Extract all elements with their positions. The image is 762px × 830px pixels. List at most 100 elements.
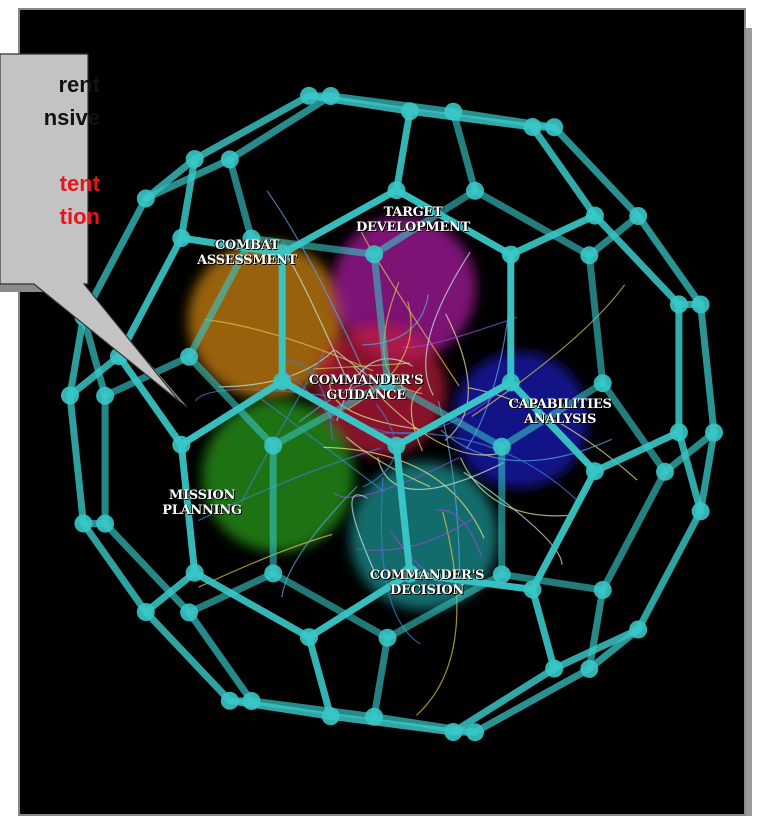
lattice-bond	[248, 235, 378, 258]
tendril	[390, 530, 456, 593]
tendril	[334, 349, 403, 393]
node-label-target-line-2: DEVELOPMENT	[356, 220, 470, 235]
lattice-bond	[142, 608, 234, 705]
tendril	[329, 377, 423, 431]
lattice-atom	[466, 723, 484, 742]
lattice-atom	[264, 564, 283, 583]
lattice-bond	[550, 123, 642, 220]
lattice-bond	[599, 379, 669, 476]
lattice-atom	[585, 462, 604, 481]
lattice-atom	[180, 603, 199, 622]
lattice-atom	[523, 118, 542, 136]
lattice-atom	[74, 307, 93, 326]
lattice-atom	[656, 462, 674, 481]
lattice-bond	[305, 570, 414, 641]
lattice-atom	[629, 207, 648, 225]
blob-capabilities	[452, 352, 588, 488]
node-label-capabilities-line-1: CAPABILITIES	[508, 397, 612, 412]
lattice-bond	[529, 467, 599, 593]
lattice-bond	[599, 468, 669, 594]
lattice-atom	[110, 347, 128, 366]
callout-line-2: nsive	[43, 105, 100, 130]
lattice-atom	[365, 707, 384, 726]
lattice-bond	[406, 570, 536, 593]
lattice-bond	[177, 234, 286, 257]
tendril	[410, 386, 423, 452]
lattice-atom	[96, 386, 115, 405]
node-label-decision: COMMANDER'S DECISION	[362, 568, 492, 598]
node-label-guidance-line-1: COMMANDER'S	[308, 373, 424, 388]
tendril	[463, 471, 563, 565]
lattice-bond	[498, 571, 607, 594]
tendril	[266, 190, 366, 375]
lattice-atom	[96, 514, 115, 533]
node-label-combat-line-1: COMBAT	[214, 238, 280, 253]
lattice-bond	[675, 428, 705, 515]
lattice-atom	[400, 102, 419, 121]
lattice-atom	[501, 373, 520, 392]
lattice-atom	[691, 502, 710, 521]
lattice-bond	[269, 378, 391, 450]
node-label-guidance-line-2: GUIDANCE	[326, 388, 406, 403]
callout-line-5: tion	[59, 204, 100, 229]
lattice-bond	[697, 301, 718, 436]
lattice-bond	[507, 212, 599, 259]
lattice-atom	[300, 86, 318, 105]
lattice-bond	[79, 520, 150, 616]
fullerene-lattice	[66, 92, 718, 736]
tendril	[333, 456, 460, 498]
lattice-bond	[191, 569, 313, 641]
node-label-target-line-1: TARGET	[383, 205, 443, 220]
node-label-mission-line-2: PLANNING	[162, 503, 242, 518]
lattice-bond	[393, 442, 414, 578]
lattice-atom	[705, 423, 723, 442]
tendril	[471, 284, 626, 417]
lattice-bond	[305, 633, 335, 720]
lattice-bond	[697, 429, 718, 515]
tendril	[198, 447, 381, 522]
lattice-bond	[185, 608, 255, 705]
lattice-bond	[591, 428, 683, 475]
node-label-combat: COMBAT ASSESSMENT	[192, 238, 302, 268]
lattice-bond	[278, 377, 400, 450]
lattice-bond	[115, 352, 185, 449]
lattice-atom	[172, 229, 191, 247]
lattice-bond	[393, 378, 515, 450]
lattice-bond	[370, 634, 391, 721]
lattice-bond	[177, 441, 199, 577]
node-label-combat-line-2: ASSESSMENT	[197, 253, 297, 268]
callout-line-3	[0, 134, 100, 167]
lattice-atom	[444, 723, 463, 741]
lattice-bond	[226, 155, 255, 243]
lattice-atom	[220, 150, 239, 169]
lattice-bond	[191, 92, 313, 163]
node-label-capabilities: CAPABILITIES ANALYSIS	[492, 397, 628, 427]
tendril	[440, 429, 612, 462]
lattice-atom	[378, 628, 397, 647]
tendril	[345, 436, 431, 488]
lattice-bond	[585, 586, 607, 673]
lattice-atom	[585, 206, 604, 225]
lattice-bond	[278, 186, 400, 257]
node-label-mission: MISSION PLANNING	[156, 488, 248, 518]
lattice-atom	[242, 229, 261, 248]
lattice-bond	[406, 107, 536, 131]
lattice-atom	[593, 581, 612, 599]
lattice-bond	[634, 507, 705, 633]
lattice-atom	[378, 373, 397, 392]
tendril	[378, 432, 578, 501]
lattice-atom	[492, 437, 511, 456]
blob-decision	[350, 462, 498, 610]
lattice-atom	[185, 563, 204, 582]
lattice-bond	[591, 212, 683, 308]
lattice-bond	[226, 92, 335, 163]
node-label-decision-line-1: COMMANDER'S	[369, 568, 485, 583]
lattice-atom	[387, 181, 406, 200]
lattice-bond	[661, 429, 718, 476]
lattice-bond	[177, 377, 286, 449]
lattice-atom	[172, 435, 191, 454]
blob-mission	[202, 400, 354, 552]
lattice-atom	[300, 628, 318, 647]
tendril	[416, 511, 458, 716]
lattice-bond	[634, 212, 705, 308]
